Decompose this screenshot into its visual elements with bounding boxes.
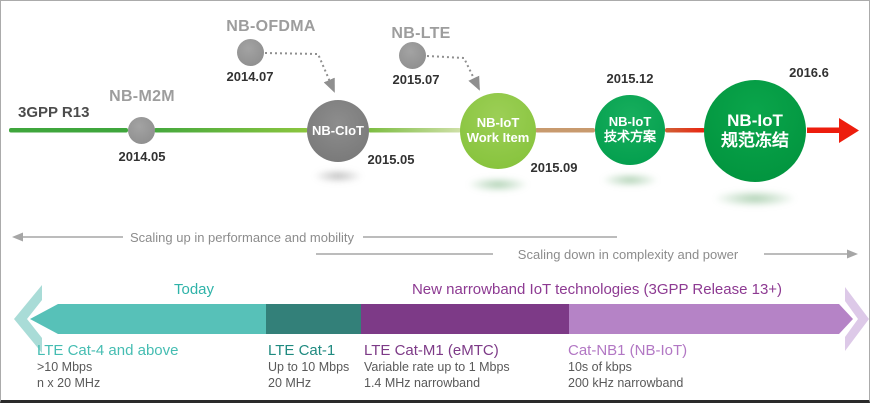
release-label: 3GPP R13 [18,104,90,121]
nb-iot-work-item-node: NB-IoT Work Item [460,93,536,169]
segment-spec2: 1.4 MHz narrowband [364,376,481,390]
spec-freeze-reflection [713,190,797,207]
today-label: Today [173,281,215,298]
milestone-date-work-item: 2015.09 [530,160,578,175]
segment-spec2: 200 kHz narrowband [568,376,684,390]
milestone-date-nb-lte: 2015.07 [392,72,440,87]
segment-spec1: 10s of kbps [568,360,632,374]
work-item-line2: Work Item [466,130,530,145]
milestone-label-nb-lte: NB-LTE [391,25,451,42]
tech-solution-line1: NB-IoT [608,114,652,130]
nb-ofdma-node [237,39,264,66]
segment-spec1: >10 Mbps [37,360,93,374]
bar-left-chevron-icon [14,285,42,353]
work-item-line1: NB-IoT [476,115,520,131]
milestone-date-spec-freeze: 2016.6 [789,65,829,80]
bar-segment-lte-catm1 [361,304,569,334]
timeline-segment-4 [535,128,595,133]
nb-lte-node [399,42,426,69]
ofdma-to-ciot-dotted-arrow-icon [264,52,335,93]
lte-to-workitem-dotted-arrow-icon [426,55,480,91]
milestone-label-nb-ofdma: NB-OFDMA [226,18,316,35]
milestone-date-nb-ofdma: 2014.07 [226,69,274,84]
segment-name: LTE Cat-1 [268,342,336,359]
bar-segment-lte-cat4 [30,304,266,334]
segment-name: LTE Cat-M1 (eMTC) [364,342,499,359]
timeline-axis [9,118,859,143]
bar-segment-cat-nb1 [569,304,853,334]
scaling-up-arrowhead-icon [12,232,23,242]
timeline-end-arrow-icon [807,118,859,143]
nb-iot-tech-solution-node: NB-IoT 技术方案 [595,95,665,165]
spec-freeze-line1: NB-IoT [727,111,783,131]
segment-caption-lte-catm1: LTE Cat-M1 (eMTC) Variable rate up to 1 … [364,342,510,391]
timeline-segment-3 [368,128,461,133]
work-item-reflection [467,177,529,192]
segment-name: LTE Cat-4 and above [37,342,179,359]
tech-solution-line2: 技术方案 [603,129,656,144]
timeline-segment-2 [154,128,308,133]
bar-right-chevron-icon [845,287,869,351]
segment-spec2: 20 MHz [268,376,312,390]
segment-spec1: Variable rate up to 1 Mbps [364,360,510,374]
timeline-segment-5 [665,128,705,133]
segment-spec1: Up to 10 Mbps [268,360,350,374]
segment-caption-lte-cat1: LTE Cat-1 Up to 10 Mbps 20 MHz [268,342,349,391]
ciot-reflection [313,169,363,183]
timeline-segment-1 [9,128,128,133]
scaling-lines [21,236,848,255]
nb-m2m-node [128,117,155,144]
spec-freeze-line2: 规范冻结 [721,131,789,150]
scaling-up-label: Scaling up in performance and mobility [129,230,355,245]
milestone-date-nb-m2m: 2014.05 [118,149,166,164]
milestone-label-nb-m2m: NB-M2M [109,88,175,105]
tech-solution-reflection [601,173,659,187]
category-bar [14,285,869,353]
segment-name: Cat-NB1 (NB-IoT) [568,342,688,359]
segment-spec2: n x 20 MHz [37,376,101,390]
scaling-down-label: Scaling down in complexity and power [517,247,739,262]
new-tech-label: New narrowband IoT technologies (3GPP Re… [411,281,783,298]
bar-segment-lte-cat1 [266,304,361,334]
milestone-date-tech-solution: 2015.12 [606,71,654,86]
milestone-date-nb-ciot: 2015.05 [367,152,415,167]
segment-caption-lte-cat4: LTE Cat-4 and above >10 Mbps n x 20 MHz [37,342,178,391]
scaling-down-arrowhead-icon [847,249,858,259]
segment-caption-cat-nb1: Cat-NB1 (NB-IoT) 10s of kbps 200 kHz nar… [568,342,687,391]
nb-ciot-node: NB-CIoT [307,100,369,162]
nb-iot-spec-freeze-node: NB-IoT 规范冻结 [704,80,806,182]
nb-ciot-node-label: NB-CIoT [312,122,364,138]
